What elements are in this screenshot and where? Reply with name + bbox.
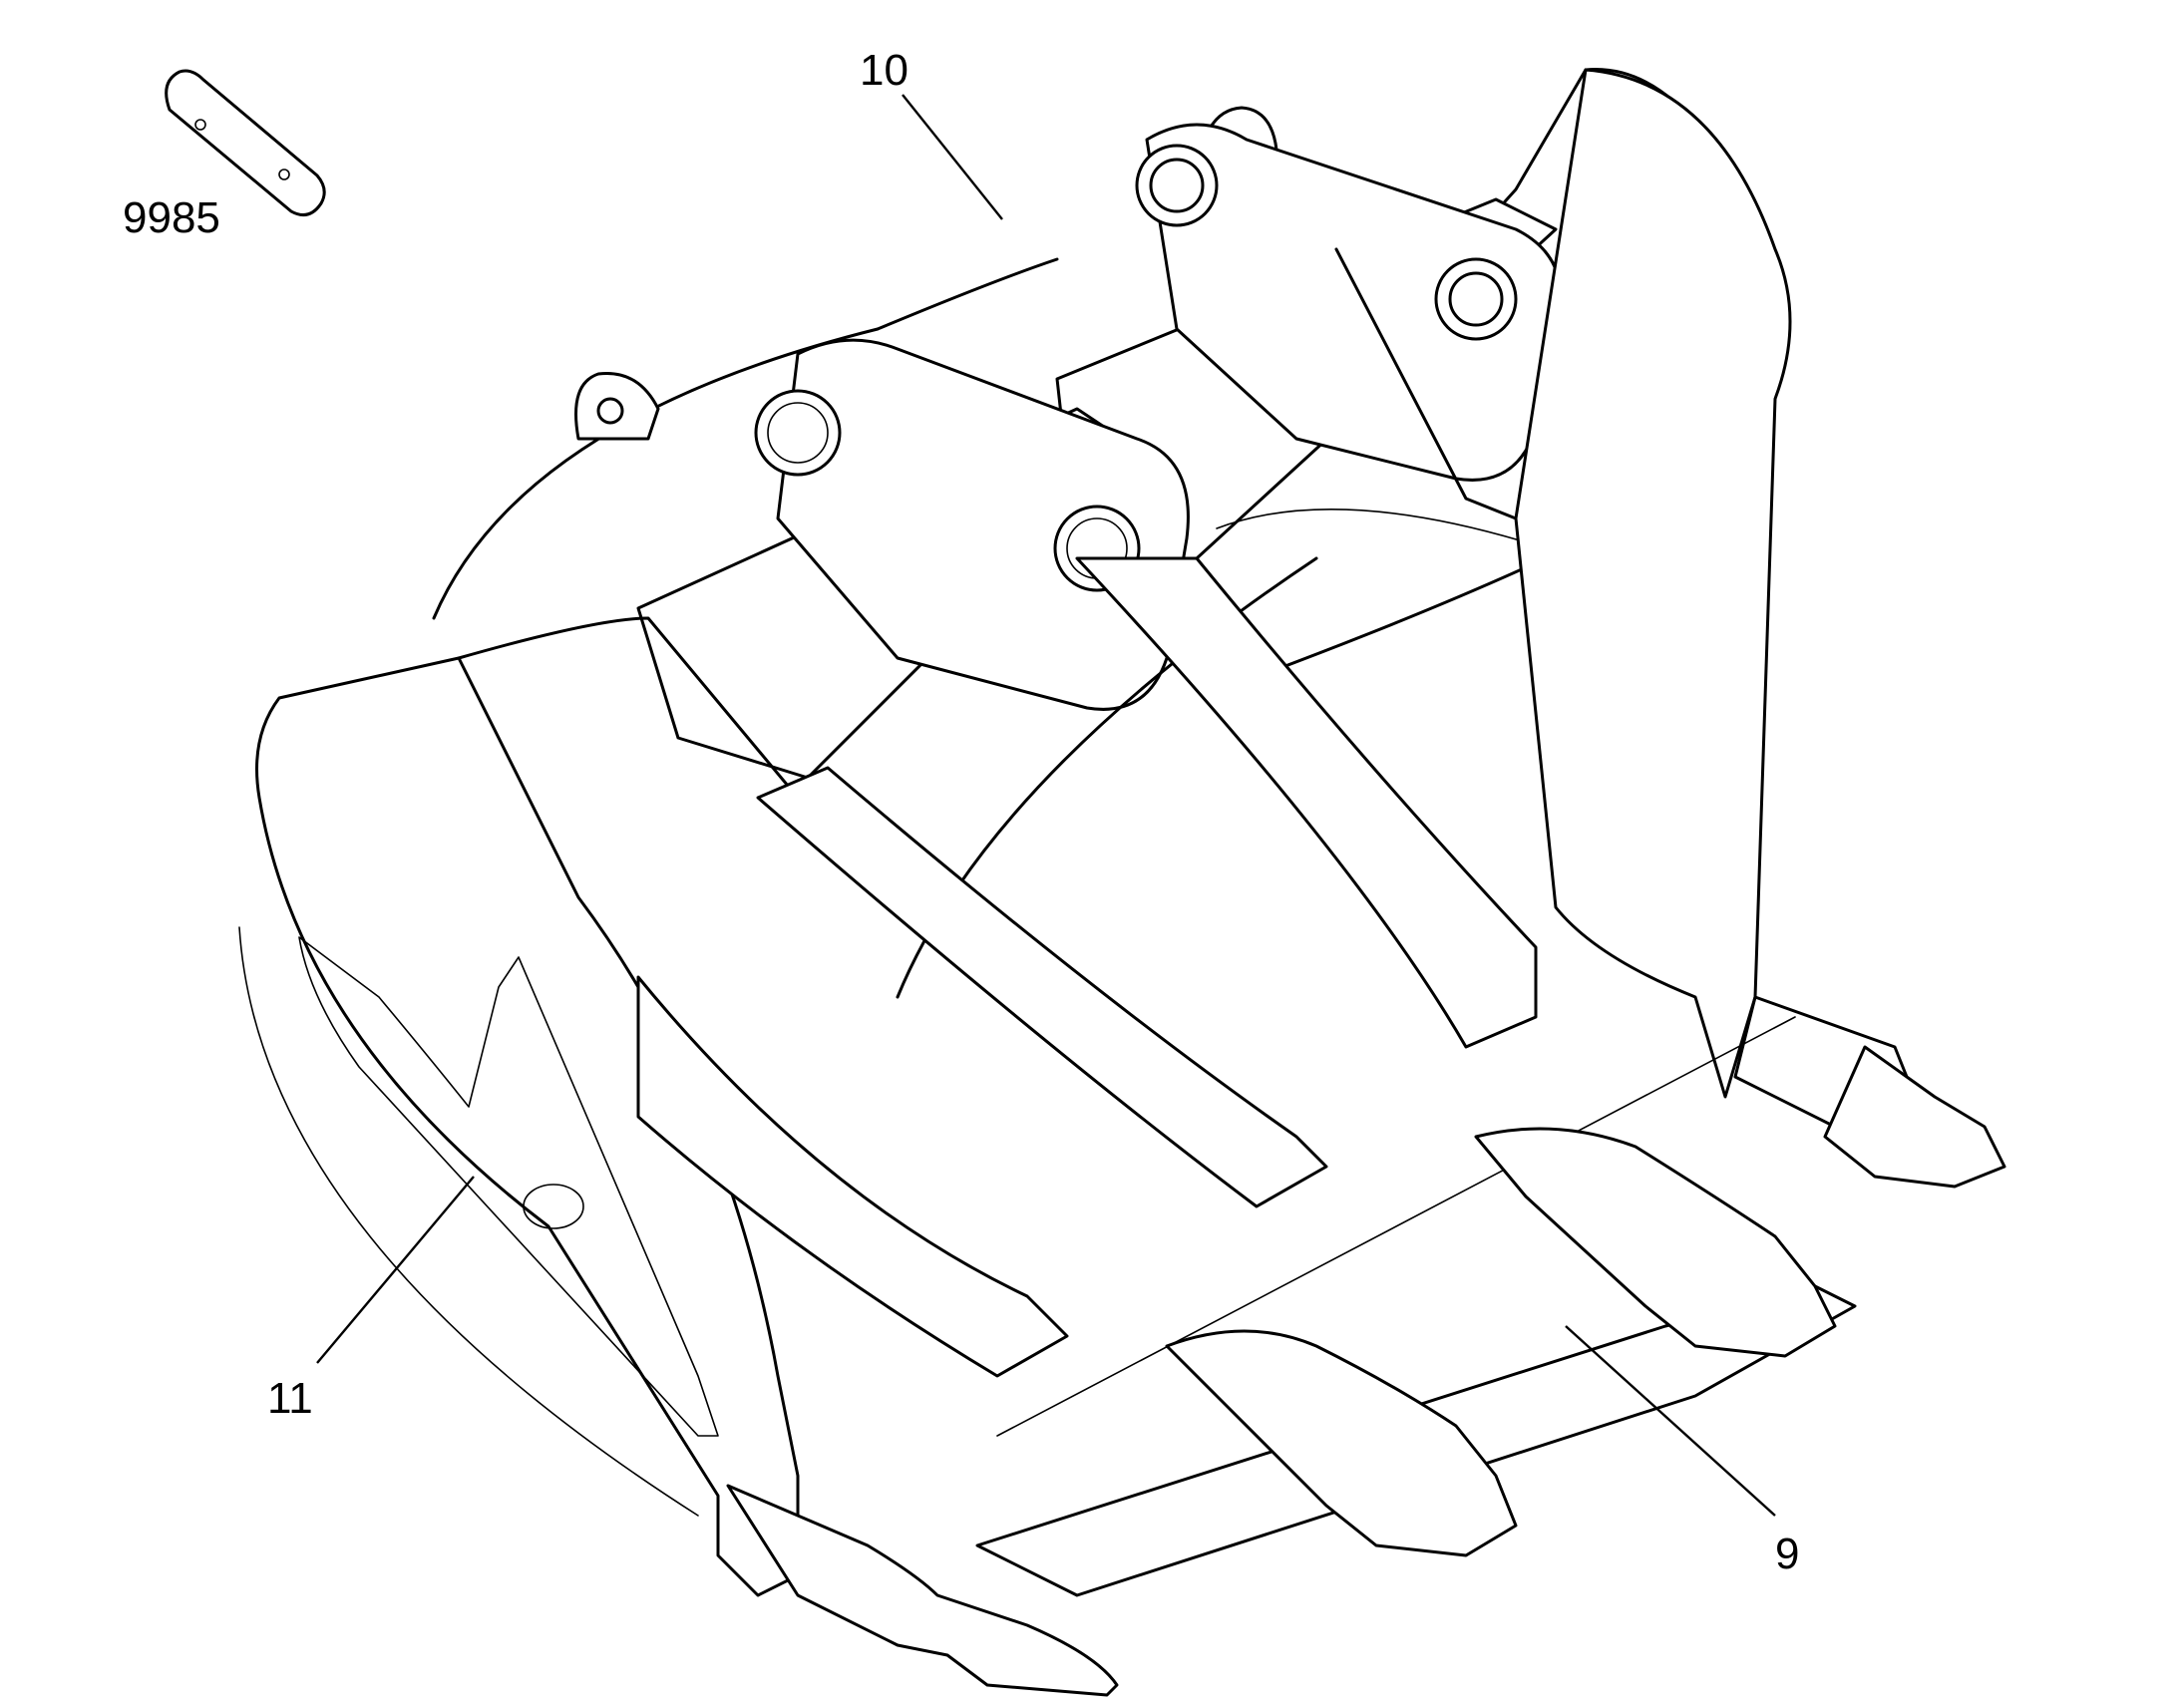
tines xyxy=(636,556,1538,1378)
callout-9: 9 xyxy=(1775,1530,1799,1578)
leader-11 xyxy=(316,1176,475,1364)
leader-10 xyxy=(902,94,1003,220)
callout-11: 11 xyxy=(267,1374,313,1423)
callout-10: 10 xyxy=(860,46,908,95)
bucket-teeth xyxy=(726,1045,2006,1697)
part-11-side-plate xyxy=(238,616,800,1597)
part-9985-plate xyxy=(165,69,326,217)
callout-9985: 9985 xyxy=(123,193,220,242)
leader-9 xyxy=(1565,1325,1776,1517)
right-side-plate xyxy=(1514,68,1917,1139)
